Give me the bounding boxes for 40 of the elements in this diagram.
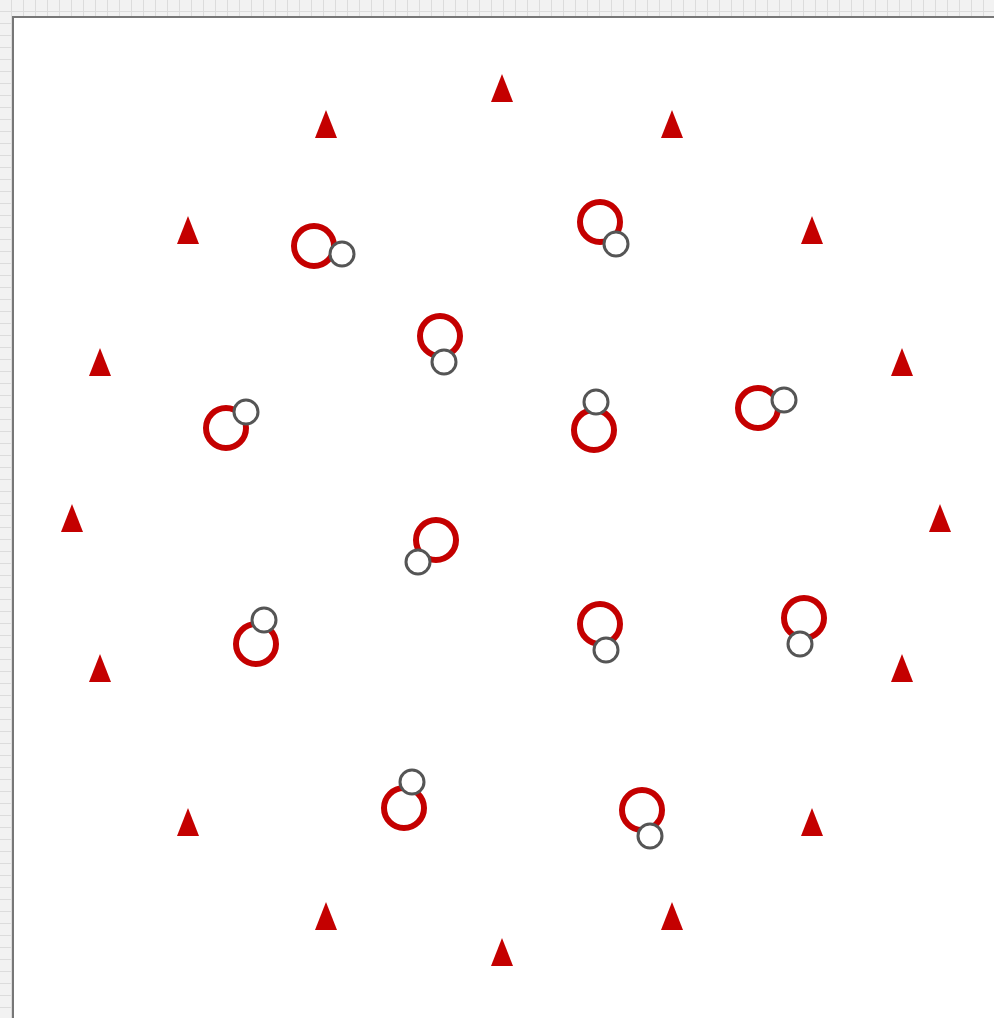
ring-marker [571,407,617,453]
triangle-marker [177,216,199,244]
triangle-marker [89,654,111,682]
triangle-marker [801,808,823,836]
ring-marker [381,785,427,831]
ring-marker [735,385,781,431]
triangle-marker [61,504,83,532]
ring-marker [417,313,463,359]
ring-marker [781,595,827,641]
triangle-marker [315,902,337,930]
dot-marker [582,388,610,416]
triangle-marker [491,74,513,102]
dot-marker [602,230,630,258]
dot-marker [770,386,798,414]
ring-marker [291,223,337,269]
ring-marker [413,517,459,563]
triangle-marker [801,216,823,244]
ring-marker [619,787,665,833]
dot-marker [786,630,814,658]
dot-marker [328,240,356,268]
ring-marker [577,199,623,245]
triangle-marker [661,902,683,930]
triangle-marker [891,348,913,376]
dot-marker [398,768,426,796]
triangle-marker [891,654,913,682]
dot-marker [592,636,620,664]
triangle-marker [661,110,683,138]
ring-marker [203,405,249,451]
dot-marker [430,348,458,376]
triangle-marker [929,504,951,532]
ring-marker [233,621,279,667]
dot-marker [404,548,432,576]
triangle-marker [89,348,111,376]
dot-marker [250,606,278,634]
dot-marker [636,822,664,850]
triangle-marker [177,808,199,836]
dot-marker [232,398,260,426]
triangle-marker [491,938,513,966]
triangle-marker [315,110,337,138]
ring-marker [577,601,623,647]
